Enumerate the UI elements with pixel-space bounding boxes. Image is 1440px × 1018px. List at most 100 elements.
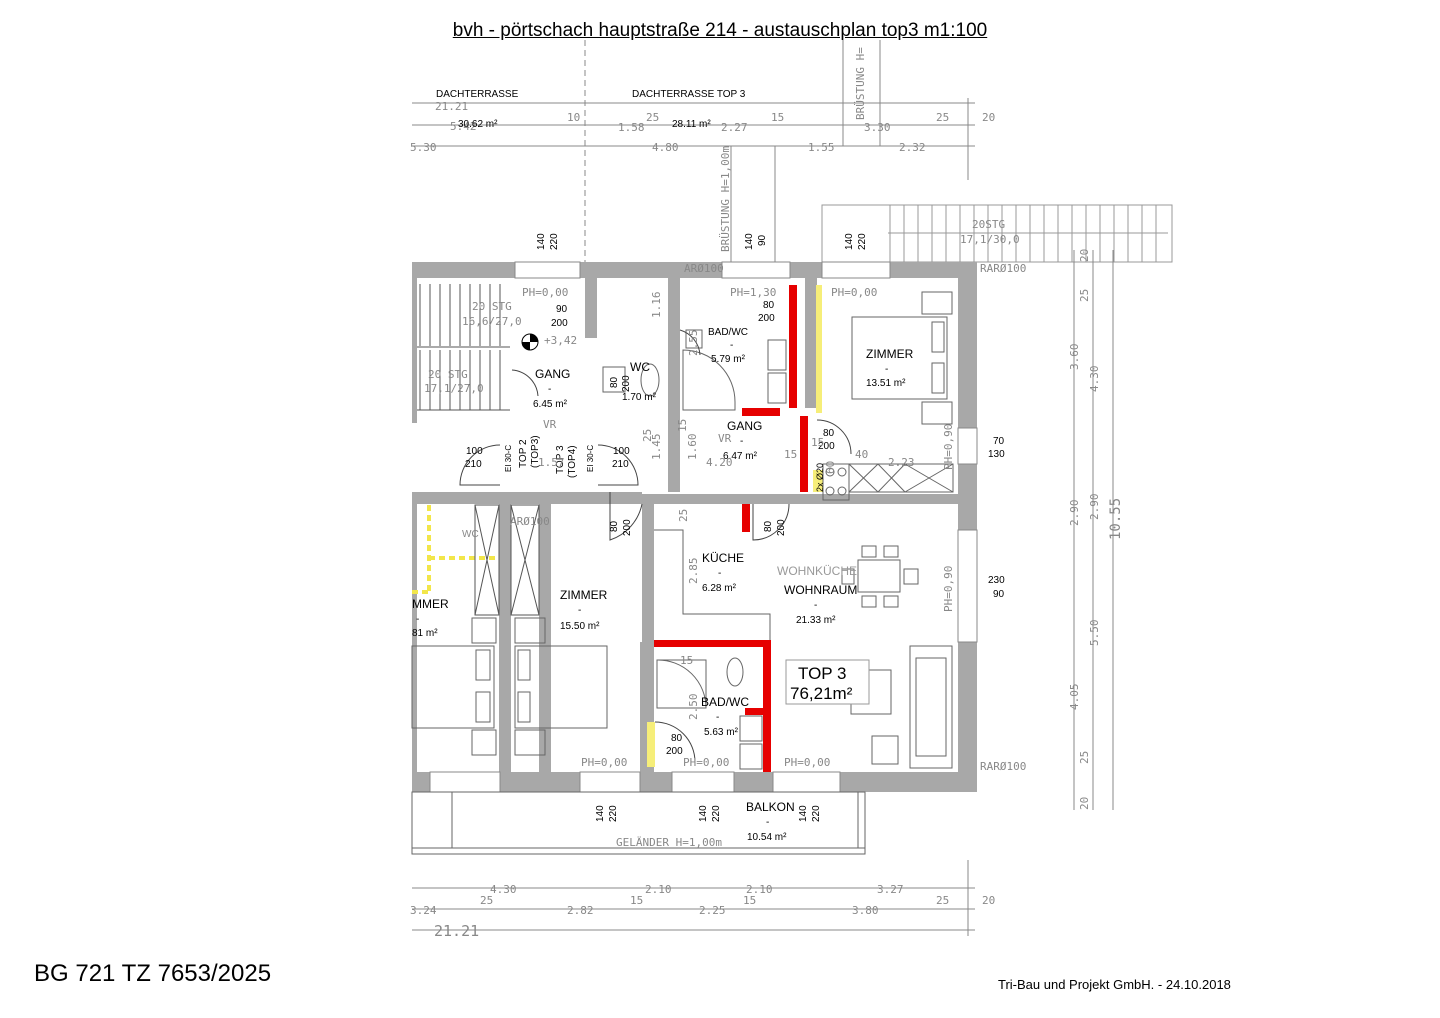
ph-labels: PH=0,00 PH=1,30 PH=0,00 PH=0,90 PH=0,90 …: [510, 262, 1026, 773]
svg-text:2.90: 2.90: [1068, 500, 1081, 527]
ph-4: PH=0,90: [942, 424, 955, 470]
svg-text:-: -: [766, 817, 769, 828]
opening-6-h: 200: [621, 375, 632, 392]
dim-top-3: 25: [646, 111, 659, 124]
svg-text:4.05: 4.05: [1068, 684, 1081, 711]
top3-sub-label: (TOP4): [567, 445, 578, 478]
wc-area: 1.70 m²: [622, 392, 657, 403]
dim-top-5: 25: [936, 111, 949, 124]
svg-text:3.60: 3.60: [1068, 344, 1081, 371]
svg-text:-: -: [716, 712, 719, 723]
balkon-area: 10.54 m²: [747, 832, 787, 843]
svg-text:2.82: 2.82: [567, 904, 594, 917]
bg-reference: BG 721 TZ 7653/2025: [34, 960, 272, 987]
gelander-label: GELÄNDER H=1,00m: [616, 836, 722, 849]
stairs-left: [417, 284, 510, 411]
opening-11-h: 200: [818, 441, 835, 452]
top3-label: TOP 3: [555, 445, 566, 474]
ph-7: PH=0,00: [683, 756, 729, 769]
plan-title: bvh - pörtschach hauptstraße 214 - austa…: [452, 20, 988, 41]
svg-text:2.10: 2.10: [746, 883, 773, 896]
svg-text:-: -: [740, 436, 743, 447]
window-openings: [429, 261, 978, 793]
zimmer-top-name: ZIMMER: [866, 347, 914, 361]
svg-text:20: 20: [1078, 249, 1091, 262]
opening-16-h: 220: [711, 805, 722, 822]
dim-top-4: 15: [771, 111, 784, 124]
opening-1-w: 140: [536, 233, 547, 250]
svg-text:4.30: 4.30: [1088, 366, 1101, 393]
opening-15-h: 220: [608, 805, 619, 822]
wc-left-label: WC: [462, 529, 479, 540]
stair-left-2-count: 20 STG: [428, 368, 468, 381]
svg-text:4.20: 4.20: [706, 456, 733, 469]
vr-left-label: VR: [543, 418, 557, 431]
svg-text:1.16: 1.16: [650, 292, 663, 319]
room-labels: BAD/WC - 5.79 m² ZIMMER - 13.51 m² GANG …: [412, 327, 914, 849]
brustung-mid-label: BRÜSTUNG H=1,00m: [719, 146, 732, 252]
opening-7-w: 100: [466, 446, 483, 457]
bad-bottom-area: 5.63 m²: [704, 727, 739, 738]
wc-name: WC: [630, 360, 650, 374]
svg-text:2.50: 2.50: [687, 694, 700, 721]
svg-text:5.50: 5.50: [1088, 620, 1101, 647]
bottom-dimension-lines: [412, 860, 975, 936]
new-walls: [654, 285, 808, 772]
gang-mid-name: GANG: [727, 419, 762, 433]
svg-text:25: 25: [677, 509, 690, 522]
opening-12-w: 70: [993, 436, 1005, 447]
shafts: [474, 504, 540, 616]
opening-5-h: 200: [758, 313, 775, 324]
gang-left-area: 6.45 m²: [533, 399, 568, 410]
opening-10-w: 80: [763, 520, 774, 532]
svg-text:10.55: 10.55: [1108, 498, 1124, 540]
opening-15-w: 140: [595, 805, 606, 822]
duct-label: 2x Ø20: [815, 463, 825, 492]
svg-text:20: 20: [1078, 797, 1091, 810]
opening-11-w: 80: [823, 428, 835, 439]
ph-6: PH=0,00: [581, 756, 627, 769]
opening-3-h: 220: [857, 233, 868, 250]
dim-top-7: 5.42: [450, 120, 477, 133]
unit-box: TOP 3 76,21m²: [785, 659, 870, 705]
svg-text:1.45: 1.45: [650, 434, 663, 461]
svg-text:-: -: [730, 340, 733, 351]
zimmer-mid-name: ZIMMER: [560, 588, 608, 602]
bottom-dimension-texts: 4.30 2.10 2.10 3.27 3.24 25 2.82 15 2.25…: [410, 883, 995, 940]
ar-2: RARØ100: [980, 262, 1026, 275]
dim-top-13: 1.55: [808, 141, 835, 154]
opening-2-h: 90: [757, 234, 768, 246]
svg-text:1.60: 1.60: [686, 434, 699, 461]
svg-text:-: -: [416, 614, 419, 625]
svg-text:2.85: 2.85: [687, 558, 700, 585]
stair-top-right: [821, 204, 1173, 263]
opening-9-w: 80: [609, 520, 620, 532]
ar-3: ARØ100: [510, 515, 550, 528]
svg-text:15: 15: [680, 654, 693, 667]
zimmer-left-area: 81 m²: [412, 628, 438, 639]
door-tags: TOP 2 (TOP3) TOP 3 (TOP4) EI 30-C EI 30-…: [504, 435, 825, 492]
svg-text:15: 15: [811, 436, 824, 449]
svg-text:4.30: 4.30: [490, 883, 517, 896]
removed-walls: [647, 285, 823, 767]
svg-text:2.10: 2.10: [645, 883, 672, 896]
opening-5-w: 80: [763, 300, 775, 311]
dachterrasse-top3-name: DACHTERRASSE TOP 3: [632, 89, 746, 100]
svg-text:3.24: 3.24: [410, 904, 437, 917]
ar-4: RARØ100: [980, 760, 1026, 773]
svg-text:25: 25: [1078, 751, 1091, 764]
balkon-name: BALKON: [746, 800, 795, 814]
svg-text:25: 25: [480, 894, 493, 907]
dim-top-2: 10: [567, 111, 580, 124]
svg-text:25: 25: [936, 894, 949, 907]
svg-text:-: -: [885, 364, 888, 375]
right-dimension-lines: [1073, 250, 1114, 810]
svg-text:-: -: [718, 568, 721, 579]
top2-label: TOP 2: [518, 439, 529, 468]
opening-3-w: 140: [844, 233, 855, 250]
svg-text:15: 15: [784, 448, 797, 461]
top-dimension-texts: 21.21 10 25 15 25 20 5.42 1.58 2.27 3.30…: [410, 100, 995, 154]
opening-4-w: 90: [556, 304, 568, 315]
opening-14-h: 200: [666, 746, 683, 757]
